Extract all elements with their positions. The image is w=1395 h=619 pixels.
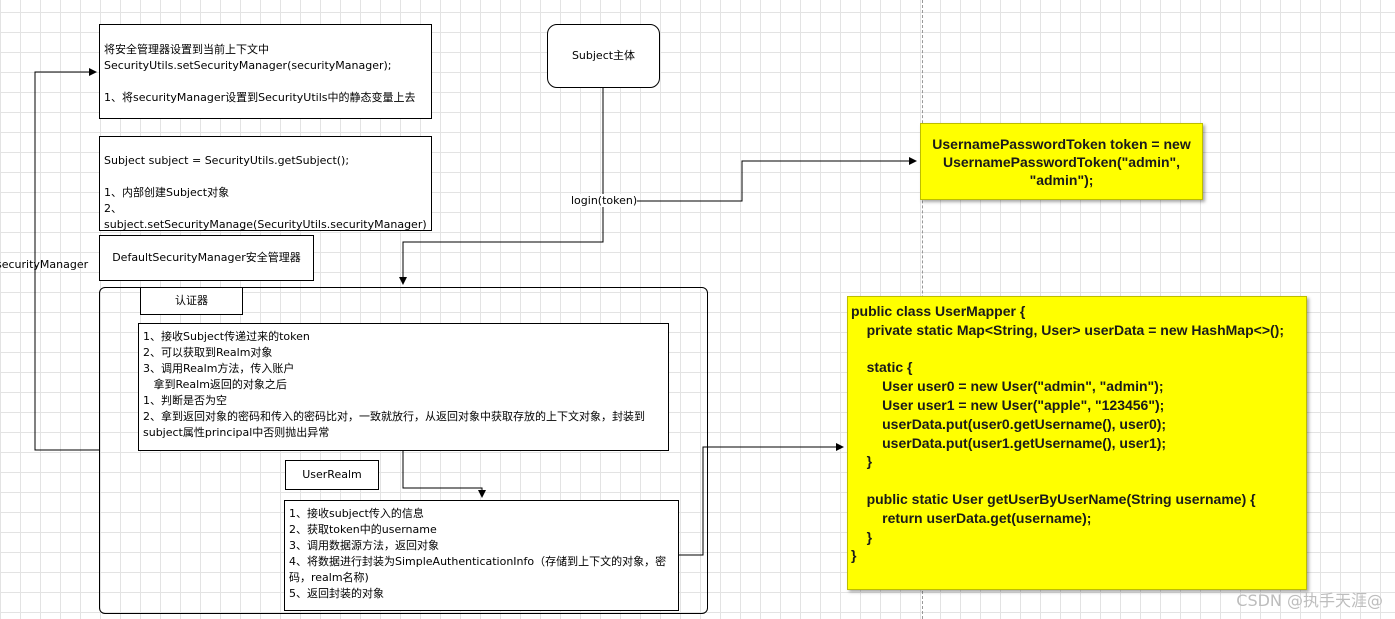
user-realm-steps-box: 1、接收subject传入的信息 2、获取token中的username 3、调…	[284, 500, 679, 611]
auth-to-realm-line	[402, 451, 486, 498]
subject-box: Subject主体	[547, 24, 660, 88]
watermark: CSDN @执手天涯@	[1236, 591, 1383, 610]
user-mapper-note: public class UserMapper { private static…	[847, 296, 1307, 590]
authenticator-steps-box: 1、接收Subject传递过来的token 2、可以获取到Realm对象 3、调…	[138, 323, 669, 451]
security-manager-loop-line	[34, 68, 100, 451]
get-subject-box: Subject subject = SecurityUtils.getSubje…	[99, 136, 432, 231]
realm-to-mapper-line	[679, 443, 844, 556]
authenticator-box: 认证器	[140, 287, 243, 315]
login-token-label: login(token)	[571, 194, 638, 207]
default-security-manager-box: DefaultSecurityManager安全管理器	[99, 235, 314, 281]
user-realm-box: UserRealm	[285, 460, 379, 490]
login-to-token-line	[603, 157, 917, 202]
token-note: UsernamePasswordToken token = new Userna…	[920, 123, 1203, 200]
set-security-manager-box: 将安全管理器设置到当前上下文中 SecurityUtils.setSecurit…	[99, 24, 432, 119]
subject-to-manager-line	[399, 88, 604, 285]
security-manager-label: securityManager	[0, 258, 89, 271]
security-manager-container	[99, 287, 708, 614]
